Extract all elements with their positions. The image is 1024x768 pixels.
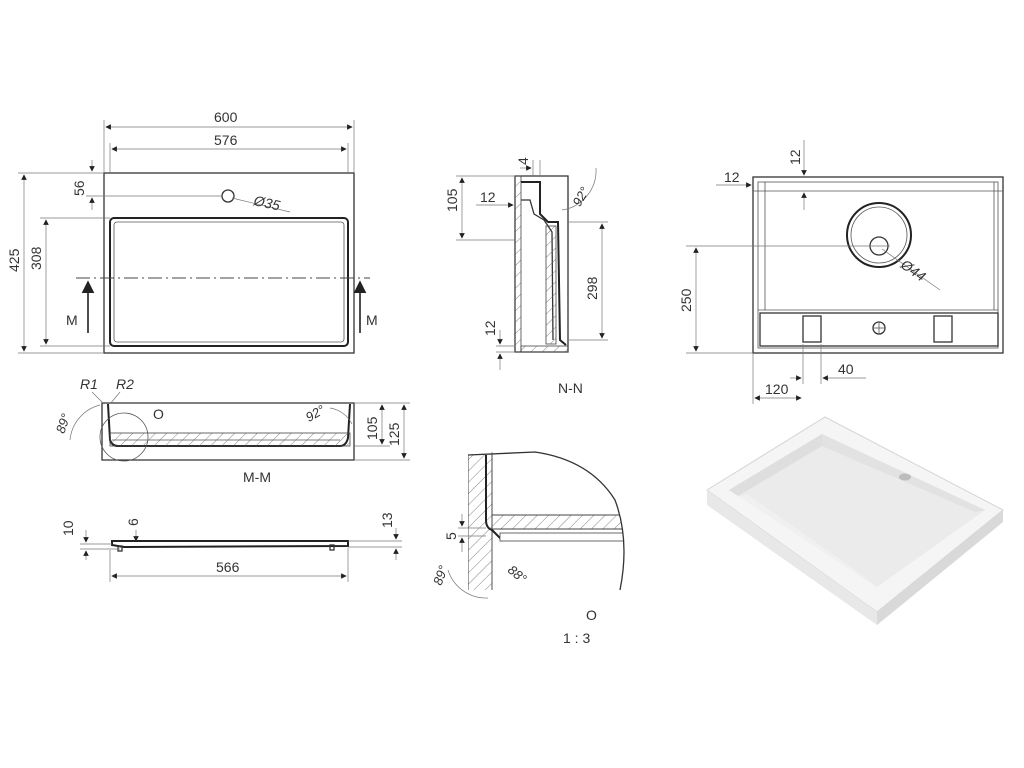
drain-plate-outline [111,540,349,549]
dim-576: 576 [214,132,238,148]
dim-56: 56 [71,180,87,196]
dim-13: 13 [379,512,395,528]
detail-o-title: O [586,607,597,623]
detail-ref-o: O [153,406,164,422]
dim-250: 250 [678,288,694,312]
dim-105-mm: 105 [364,416,380,440]
dim-425: 425 [6,248,22,272]
dim-12-nn-top: 12 [480,189,496,205]
dim-5: 5 [443,532,459,540]
angle-89-detail: 89° [430,564,451,588]
plan-tap-hole [221,189,235,203]
angle-89-mm: 89° [53,412,74,436]
bottom-view: Ø44 12 12 250 40 120 [678,140,1004,404]
angle-88-detail: 88° [505,562,530,586]
dim-566: 566 [216,559,240,575]
detail-o-circle [99,412,149,462]
radius-r2: R2 [116,376,134,392]
dim-10: 10 [60,520,76,536]
radius-r1: R1 [80,376,98,392]
drain-plate-view: 10 6 13 566 [60,512,402,582]
mm-hatched-bottom [109,432,351,447]
bottom-view-outer [752,176,1004,354]
dim-600: 600 [214,109,238,125]
dim-6: 6 [125,518,141,526]
dim-12-nn-bottom: 12 [482,320,498,336]
dim-298: 298 [584,276,600,300]
section-m-m-title: M-M [243,469,271,485]
plan-outer-outline [103,172,355,354]
dim-4-nn: 4 [515,157,531,165]
dim-308: 308 [28,246,44,270]
bottom-view-large-circle [846,202,912,268]
dim-hole-44: Ø44 [897,256,929,285]
plan-basin-outline [109,217,349,347]
dim-12-bottom-top: 12 [787,149,803,165]
angle-92-nn: 92° [569,184,592,209]
angle-92-mm: 92° [303,402,328,425]
plan-basin-inner [113,221,345,343]
dim-hole-35: Ø35 [251,192,281,213]
dim-120: 120 [765,381,789,397]
dim-125-mm: 125 [386,422,402,446]
detail-o-scale: 1 : 3 [563,630,590,646]
section-n-n: 105 4 12 92° 298 12 N-N [444,157,608,396]
dim-105-nn: 105 [444,188,460,212]
plan-view: M M 600 576 425 308 56 Ø35 [6,109,378,354]
basin-3d-render [706,416,1004,625]
section-label-left: M [66,312,78,328]
detail-o-view: 5 89° 88° O 1 : 3 [430,451,625,646]
dim-12-bottom-left: 12 [724,169,740,185]
section-m-m: O R1 R2 89° 92° 105 125 M-M [53,376,410,485]
dim-40: 40 [838,361,854,377]
render-tap-hole [899,473,911,481]
section-n-n-title: N-N [558,380,583,396]
section-label-right: M [366,312,378,328]
